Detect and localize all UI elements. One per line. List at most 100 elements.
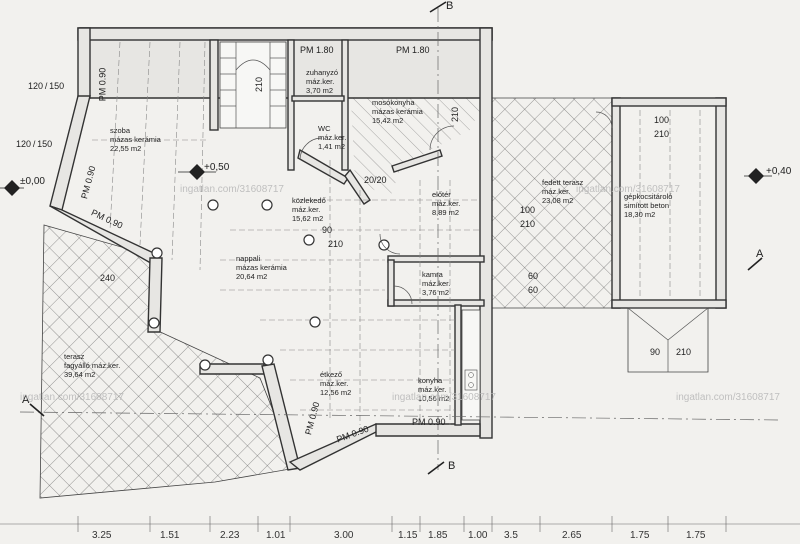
room-floor: fagyálló máz.ker. [64, 361, 121, 370]
columns [148, 199, 390, 371]
room-area: 12,56 m2 [320, 388, 352, 397]
room-floor: máz.ker. [292, 205, 321, 214]
mark-90: 90 [322, 225, 333, 235]
room-floor: máz.ker. [542, 187, 571, 196]
mark-window-a: 120 / 150 [28, 81, 65, 91]
room-name: zuhanyzó [306, 68, 339, 77]
room-area: 23,08 m2 [542, 196, 574, 205]
level-plus040: +0,40 [766, 166, 792, 177]
room-name: konyha [418, 376, 443, 385]
room-zuhanyzo: zuhanyzó máz.ker. 3,70 m2 [306, 68, 338, 95]
room-name: fedett terasz [542, 178, 584, 187]
room-floor: simított beton [624, 201, 670, 210]
entrance-steps [627, 307, 709, 373]
section-b-top: B [446, 0, 454, 12]
dim-11: 1.75 [630, 530, 650, 541]
room-floor: máz.ker. [318, 133, 347, 142]
mark-210-a: 210 [254, 76, 265, 93]
dim-2: 1.51 [160, 530, 180, 541]
room-name: szoba [110, 126, 131, 135]
mark-pm090-a: PM 0.90 [97, 67, 108, 102]
room-area: 10,56 m2 [418, 394, 450, 403]
room-floor: mázas kerámia [372, 107, 423, 116]
room-area: 39,64 m2 [64, 370, 96, 379]
watermark-1: ingatlan.com/31608717 [180, 184, 284, 195]
level-plus050: +0,50 [204, 162, 230, 173]
room-szoba: szoba mázas kerámia 22,55 m2 [110, 126, 161, 153]
mark-100: 100 [654, 115, 670, 125]
room-area: 18,30 m2 [624, 210, 656, 219]
room-area: 8,89 m2 [432, 208, 460, 217]
room-floor: máz.ker. [320, 379, 349, 388]
room-area: 22,55 m2 [110, 144, 142, 153]
room-name: kamra [422, 270, 443, 279]
mark-pm090-f: PM 0.90 [412, 417, 446, 427]
room-terasz: terasz fagyálló máz.ker. 39,64 m2 [64, 352, 120, 379]
mark-210-f: 210 [676, 347, 692, 357]
dim-12: 1.75 [686, 530, 706, 541]
dimension-line [0, 516, 800, 532]
room-area: 15,42 m2 [372, 116, 404, 125]
room-name: előtér [432, 190, 451, 199]
section-lines [19, 1, 781, 475]
room-wc: WC máz.ker. 1,41 m2 [318, 124, 346, 151]
dim-10: 2.65 [562, 530, 582, 541]
mark-pm180-b: PM 1.80 [396, 45, 430, 55]
mark-210-e: 210 [520, 219, 536, 229]
room-eloter: előtér máz.ker. 8,89 m2 [432, 190, 460, 217]
dim-4: 1.01 [266, 530, 286, 541]
room-name: nappali [236, 254, 261, 263]
mark-pm180-a: PM 1.80 [300, 45, 334, 55]
section-a-left: A [22, 394, 30, 406]
room-floor: mázas kerámia [236, 263, 287, 272]
room-floor: mázas kerámia [110, 135, 161, 144]
dim-9: 3.5 [504, 530, 518, 541]
room-area: 15,62 m2 [292, 214, 324, 223]
section-b-bottom: B [448, 460, 456, 472]
mark-90-b: 90 [650, 347, 661, 357]
dim-7: 1.85 [428, 530, 448, 541]
room-name: étkező [320, 370, 343, 379]
mark-window-b: 120 / 150 [16, 139, 53, 149]
room-etkezo: étkező máz.ker. 12,56 m2 [320, 370, 351, 397]
dim-5: 3.00 [334, 530, 354, 541]
room-name: mosókonyha [372, 98, 415, 107]
floor-joints [92, 41, 701, 425]
room-kozlekedo: közlekedő máz.ker. 15,62 m2 [292, 196, 326, 223]
staircase [219, 41, 287, 129]
mark-60-b: 60 [528, 285, 539, 295]
mark-2020: 20/20 [364, 175, 387, 185]
room-floor: máz.ker. [418, 385, 447, 394]
level-markers [0, 164, 772, 196]
room-mosokonyha: mosókonyha mázas kerámia 15,42 m2 [372, 98, 423, 125]
mark-240: 240 [100, 273, 116, 283]
room-nappali: nappali mázas kerámia 20,64 m2 [236, 254, 287, 281]
watermark-3: ingatlan.com/31608717 [20, 392, 124, 403]
level-zero: ±0,00 [20, 176, 45, 187]
watermark-5: ingatlan.com/31608717 [676, 392, 780, 403]
room-gepkocsitarolo: gépkocsitároló simított beton 18,30 m2 [624, 192, 672, 219]
room-area: 3,76 m2 [422, 288, 450, 297]
dim-6: 1.15 [398, 530, 418, 541]
room-fedett-terasz: fedett terasz máz.ker. 23,08 m2 [542, 178, 583, 205]
room-area: 1,41 m2 [318, 142, 346, 151]
room-name: terasz [64, 352, 85, 361]
watermark-2: ingatlan.com/31608717 [576, 184, 680, 195]
kitchen-counter [461, 309, 481, 421]
door-swings [299, 111, 613, 305]
dim-3: 2.23 [220, 530, 240, 541]
room-name: gépkocsitároló [624, 192, 673, 201]
room-name: WC [318, 124, 331, 133]
partitions [209, 39, 485, 426]
room-area: 3,70 m2 [306, 86, 334, 95]
mark-60: 60 [528, 271, 539, 281]
section-a-right: A [756, 248, 764, 260]
dim-1: 3.25 [92, 530, 112, 541]
room-konyha: konyha máz.ker. 10,56 m2 [418, 376, 449, 403]
dim-8: 1.00 [468, 530, 488, 541]
mark-210-d: 210 [328, 239, 344, 249]
room-floor: máz.ker. [432, 199, 461, 208]
watermark-4: ingatlan.com/31608717 [392, 392, 496, 403]
room-name: közlekedő [292, 196, 326, 205]
